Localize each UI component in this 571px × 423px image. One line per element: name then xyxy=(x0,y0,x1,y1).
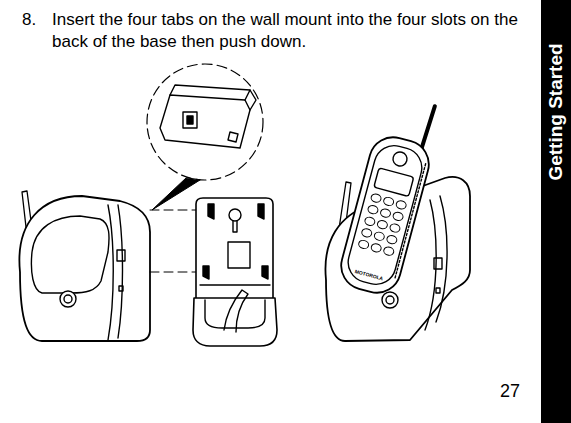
keypad-button xyxy=(380,208,392,218)
keypad-button xyxy=(395,200,407,210)
base-unit xyxy=(19,191,150,341)
keypad-button xyxy=(373,231,385,241)
keypad-button xyxy=(361,228,373,238)
keypad-button xyxy=(377,220,389,230)
keypad-button xyxy=(383,196,395,206)
keypad-button xyxy=(367,205,379,215)
keypad-button xyxy=(358,239,370,249)
section-band: Getting Started xyxy=(541,0,571,423)
keypad-button xyxy=(383,246,395,256)
detail-inset xyxy=(147,64,263,210)
keypad-button xyxy=(386,234,398,244)
keypad-button xyxy=(370,193,382,203)
step-number: 8. xyxy=(22,9,36,31)
instruction-text: Insert the four tabs on the wall mount i… xyxy=(52,9,530,53)
keypad-button xyxy=(370,243,382,253)
keypad-button xyxy=(364,216,376,226)
keypad-button xyxy=(392,211,404,221)
page-number: 27 xyxy=(500,380,520,403)
section-title: Getting Started xyxy=(545,43,567,180)
keypad-button xyxy=(389,223,401,233)
wall-mount xyxy=(193,198,277,346)
base-with-handset xyxy=(325,93,470,341)
